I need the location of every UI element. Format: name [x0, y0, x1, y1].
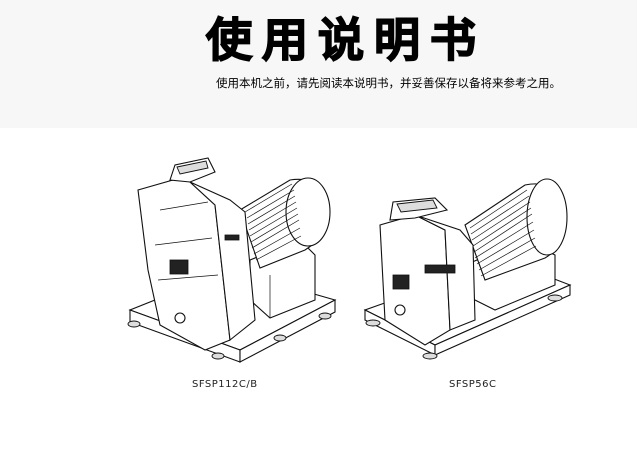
manual-title: 使用说明书: [205, 12, 486, 68]
manual-subtitle: 使用本机之前，请先阅读本说明书，并妥善保存以备将来参考之用。: [216, 76, 561, 90]
header-band: [0, 0, 637, 128]
model-label-sfsp56c: SFSP56C: [449, 379, 497, 390]
model-label-sfsp112cb: SFSP112C/B: [192, 379, 258, 390]
hammer-mill-small-illustration: [363, 178, 572, 360]
hammer-mill-large-illustration: [127, 157, 337, 363]
